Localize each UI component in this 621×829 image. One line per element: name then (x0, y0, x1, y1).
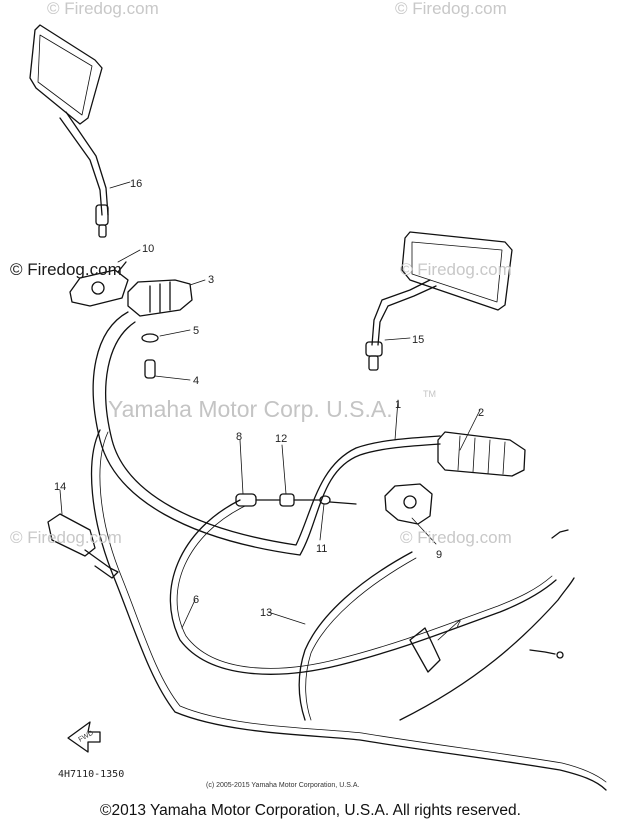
cable-end (529, 649, 556, 655)
parts-diagram: © Firedog.com © Firedog.com © Firedog.co… (10, 0, 607, 791)
brake-cable (399, 577, 575, 721)
callout-12: 12 (275, 433, 287, 445)
cable-part-13 (298, 551, 413, 721)
callout-3: 3 (208, 274, 214, 286)
small-copyright: (c) 2005-2015 Yamaha Motor Corporation, … (206, 782, 359, 789)
footer-copyright: ©2013 Yamaha Motor Corporation, U.S.A. A… (100, 802, 521, 819)
plate-part-7 (409, 627, 441, 673)
callout-4: 4 (193, 375, 199, 387)
callout-6: 6 (193, 594, 199, 606)
callout-14: 14 (54, 481, 66, 493)
callout-11: 11 (316, 543, 327, 555)
washer-part-5 (141, 333, 159, 343)
callout-16: 16 (130, 178, 142, 190)
callout-10: 10 (142, 243, 154, 255)
grip-left (127, 279, 193, 317)
callout-7: 7 (455, 619, 461, 631)
callout-15: 15 (412, 334, 424, 346)
handlebar (92, 311, 441, 556)
adjuster-part-4 (144, 359, 156, 379)
cable-part-6 (169, 499, 557, 675)
watermark-top-right: © Firedog.com (395, 0, 507, 18)
watermark-mid-right: © Firedog.com (400, 260, 512, 279)
cable-connectors (235, 493, 357, 507)
callout-9: 9 (436, 549, 442, 561)
watermark-top-left: © Firedog.com (47, 0, 159, 18)
watermark-lower-right: © Firedog.com (400, 528, 512, 547)
clutch-lever (47, 513, 119, 579)
lever-holder-left (69, 261, 129, 307)
callout-8: 8 (236, 431, 242, 443)
throttle-holder (384, 483, 433, 525)
mirror-left (29, 24, 109, 238)
callout-5: 5 (193, 325, 199, 337)
watermark-yamaha: Yamaha Motor Corp. U.S.A. (108, 396, 393, 422)
fwd-arrow (67, 721, 101, 753)
watermark-mid-left: © Firedog.com (10, 260, 122, 279)
callout-1: 1 (395, 399, 401, 411)
callout-2: 2 (478, 407, 484, 419)
cable-end-top (551, 529, 569, 539)
watermark-tm: TM (423, 389, 436, 399)
diagram-reference: 4H7110-1350 (58, 769, 124, 780)
watermark-lower-left: © Firedog.com (10, 528, 122, 547)
grip-right (437, 431, 526, 477)
mirror-right (365, 231, 513, 371)
cable-end-knob (556, 651, 564, 659)
callout-13: 13 (260, 607, 272, 619)
clutch-cable (90, 429, 607, 791)
